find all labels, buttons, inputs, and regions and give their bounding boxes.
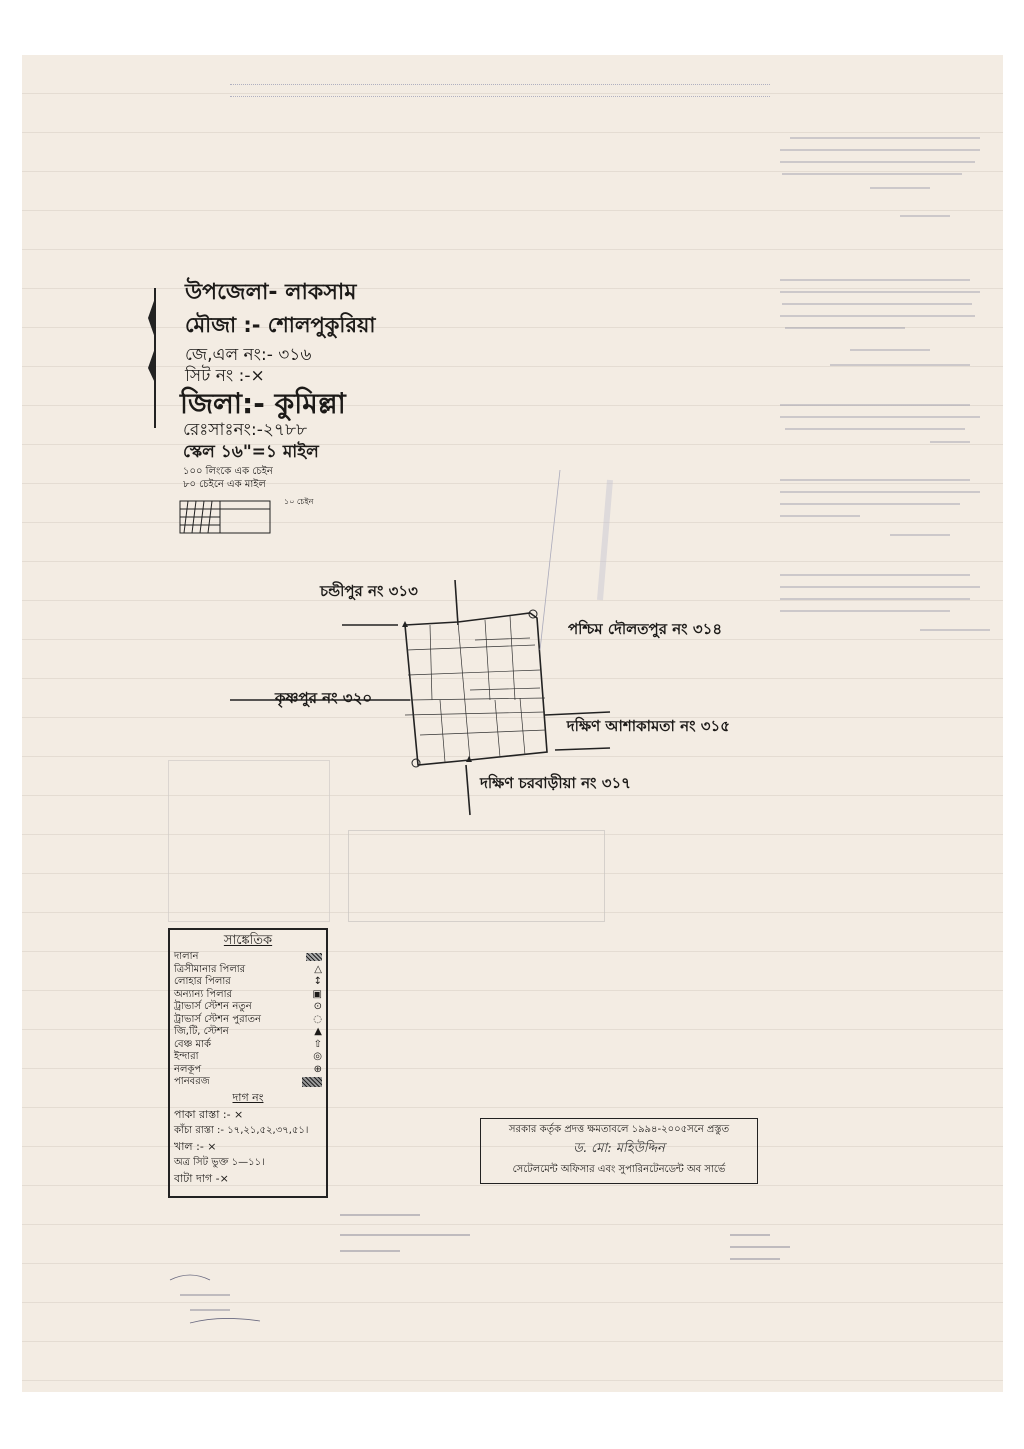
legend-item: ইন্দারা◎ — [174, 1051, 322, 1062]
north-arrow-icon — [148, 288, 156, 428]
mouza-name: মৌজা :- শোলপুকুরিয়া — [185, 313, 376, 337]
legend-title: সাঙ্কেতিক — [223, 933, 273, 948]
scale-note: ১০০ লিংকে এক চেইন — [183, 466, 273, 477]
boundary-line — [454, 579, 459, 626]
dashed-circle-icon: ◌ — [313, 1013, 322, 1025]
square-icon: ▣ — [312, 988, 322, 1000]
legend-item: ট্রাভার্স স্টেশন পুরাতন◌ — [174, 1013, 322, 1025]
tubewell-icon: ⊕ — [313, 1063, 322, 1075]
boundary-line — [544, 711, 611, 716]
betel-box-icon — [302, 1077, 322, 1087]
dag-item: খাল :- × — [174, 1139, 217, 1153]
scale: স্কেল ১৬"=১ মাইল — [183, 442, 319, 462]
boundary-line — [554, 747, 611, 751]
upazila: উপজেলা- লাকসাম — [185, 280, 357, 305]
registration-number: রেঃসাঃনং:-২৭৮৮ — [183, 420, 308, 440]
adjacent-mouza-label: দক্ষিণ চরবাড়ীয়া নং ৩১৭ — [480, 774, 631, 792]
filled-triangle-icon: ▲ — [314, 1026, 322, 1037]
adjacent-mouza-label: চন্ডীপুর নং ৩১৩ — [320, 582, 418, 600]
adjacent-mouza-label: দক্ষিণ আশাকামতা নং ৩১৫ — [566, 717, 730, 735]
map-sheet — [22, 55, 1003, 1392]
signature: ড. মো: মহিউদ্দিন — [573, 1141, 665, 1156]
dag-item: কাঁচা রাস্তা :- ১৭,২১,৫২,৩৭,৫১। — [174, 1124, 309, 1136]
mouza-boundary — [404, 612, 548, 766]
arrow-icon: ↕ — [313, 976, 322, 987]
legend-item: নলকূপ⊕ — [174, 1063, 322, 1075]
legend-item: দালান — [174, 951, 322, 964]
dag-item: বাটা দাগ -× — [174, 1171, 229, 1185]
well-icon: ◎ — [313, 1051, 322, 1062]
legend-item: জি,টি, স্টেশন▲ — [174, 1026, 322, 1037]
benchmark-icon: ⇧ — [313, 1038, 322, 1050]
scale-bar-label: ১০ চেইন — [284, 497, 314, 506]
dag-item: পাকা রাস্তা :- × — [174, 1107, 244, 1121]
scale-note: ৮০ চেইনে এক মাইল — [183, 479, 266, 490]
legend-item: লোহার পিলার↕ — [174, 976, 322, 987]
district: জিলা:- কুমিল্লা — [180, 387, 346, 420]
adjacent-mouza-label: কৃষ্ণপুর নং ৩২০ — [275, 689, 373, 707]
scale-bar — [179, 500, 271, 534]
jl-number: জে,এল নং:- ৩১৬ — [185, 345, 312, 365]
circle-dot-icon: ⊙ — [313, 1001, 322, 1012]
adjacent-mouza-label: পশ্চিম দৌলতপুর নং ৩১৪ — [567, 620, 723, 638]
legend-item: ত্রিসীমানার পিলার△ — [174, 963, 322, 975]
margin-notes — [780, 137, 990, 631]
dag-item: অত্র সিট ভুক্ত ১—১১। — [174, 1156, 265, 1168]
map-legend: সাঙ্কেতিক দালান ত্রিসীমানার পিলার△ লোহার… — [168, 928, 328, 1198]
official-stamp: সরকার কর্তৃক প্রদত্ত ক্ষমতাবলে ১৯৯৪-২০০৫… — [480, 1118, 758, 1184]
faint-header-line — [230, 96, 770, 98]
bottom-handwriting — [169, 1214, 790, 1324]
dag-title: দাগ নং — [232, 1090, 264, 1104]
faint-header-line — [230, 84, 770, 86]
legend-item: ট্রাভার্স স্টেশন নতুন⊙ — [174, 1001, 322, 1012]
plot-lines — [404, 615, 547, 763]
boundary-line — [465, 764, 471, 816]
faint-table — [348, 830, 605, 922]
legend-item: পানবরজ — [174, 1076, 322, 1089]
faint-legend-ghost — [168, 760, 330, 922]
sheet-number: সিট নং :-× — [185, 366, 265, 386]
legend-item: অন্যান্য পিলার▣ — [174, 988, 322, 1000]
legend-item: বেঞ্চ মার্ক⇧ — [174, 1038, 322, 1050]
hatched-box-icon — [306, 953, 322, 961]
triangle-icon: △ — [314, 963, 322, 975]
stamp-line-2: সেটেলমেন্ট অফিসার এবং সুপারিনটেনডেন্ট অব… — [512, 1164, 726, 1175]
stamp-line-1: সরকার কর্তৃক প্রদত্ত ক্ষমতাবলে ১৯৯৪-২০০৫… — [508, 1124, 730, 1135]
